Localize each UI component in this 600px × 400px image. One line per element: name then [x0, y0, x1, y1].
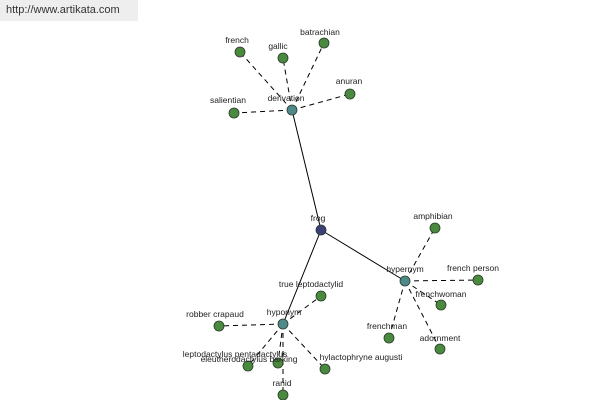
leaf-node-frenchwoman[interactable] [435, 299, 447, 311]
leaf-node-gallic[interactable] [277, 52, 289, 64]
leaf-node-ranid[interactable] [277, 389, 289, 400]
edge-derivation-french [239, 51, 293, 111]
leaf-label-adornment[interactable]: adornment [420, 333, 461, 343]
leaf-node-frenchman[interactable] [383, 332, 395, 344]
leaf-node-leptodactylus-pentadactylus[interactable] [242, 360, 254, 372]
edge-hyponym-leptodactylus-pentadactylus [247, 323, 284, 367]
root-label-frog[interactable]: frog [311, 213, 326, 223]
source-url[interactable]: http://www.artikata.com [0, 0, 138, 21]
leaf-label-robber-crapaud[interactable]: robber crapaud [186, 309, 244, 319]
leaf-label-amphibian[interactable]: amphibian [413, 211, 452, 221]
leaf-node-amphibian[interactable] [429, 222, 441, 234]
leaf-node-true-leptodactylid[interactable] [315, 290, 327, 302]
relation-node-derivation[interactable] [286, 104, 298, 116]
leaf-label-anuran[interactable]: anuran [336, 76, 363, 86]
leaf-node-robber-crapaud[interactable] [213, 320, 225, 332]
leaf-label-ranid[interactable]: ranid [273, 378, 292, 388]
leaf-node-adornment[interactable] [434, 343, 446, 355]
leaf-label-french-person[interactable]: french person [447, 263, 499, 273]
graph-edges [218, 42, 479, 395]
leaf-label-salientian[interactable]: salientian [210, 95, 246, 105]
leaf-label-frenchwoman[interactable]: frenchwoman [415, 289, 466, 299]
leaf-label-gallic[interactable]: gallic [268, 41, 288, 51]
edge-hypernym-amphibian [404, 227, 436, 282]
relation-label-hypernym[interactable]: hypernym [386, 264, 423, 274]
edge-hyponym-true-leptodactylid [282, 295, 322, 325]
edge-hypernym-adornment [404, 280, 441, 350]
graph-nodes [213, 37, 484, 400]
leaf-label-eleutherodactylus-barking[interactable]: eleutherodactylus barking [201, 354, 298, 364]
leaf-label-batrachian[interactable]: batrachian [300, 27, 340, 37]
leaf-label-true-leptodactylid[interactable]: true leptodactylid [279, 279, 344, 289]
edge-frog-derivation [291, 109, 322, 231]
leaf-node-french-person[interactable] [472, 274, 484, 286]
edge-derivation-salientian [233, 109, 293, 114]
leaf-node-batrachian[interactable] [318, 37, 330, 49]
edge-hypernym-french-person [404, 279, 479, 282]
edge-derivation-batrachian [291, 42, 325, 111]
leaf-node-salientian[interactable] [228, 107, 240, 119]
edge-derivation-anuran [291, 93, 351, 111]
relation-node-hyponym[interactable] [277, 318, 289, 330]
edge-hyponym-eleutherodactylus-barking [277, 323, 284, 364]
edge-hypernym-frenchwoman [404, 280, 442, 306]
relation-label-hyponym[interactable]: hyponym [267, 307, 302, 317]
leaf-label-hylactophryne-augusti[interactable]: hylactophryne augusti [320, 352, 403, 362]
root-node-frog[interactable] [315, 224, 327, 236]
leaf-label-french[interactable]: french [225, 35, 249, 45]
leaf-label-frenchman[interactable]: frenchman [367, 321, 407, 331]
relation-label-derivation[interactable]: derivation [268, 93, 305, 103]
edge-hyponym-robber-crapaud [218, 323, 284, 327]
leaf-node-french[interactable] [234, 46, 246, 58]
leaf-label-leptodactylus-pentadactylus[interactable]: leptodactylus pentadactylus [183, 349, 287, 359]
edge-hypernym-frenchman [388, 280, 406, 339]
leaf-node-eleutherodactylus-barking[interactable] [272, 357, 284, 369]
edge-hyponym-hylactophryne-augusti [282, 323, 326, 370]
edge-frog-hyponym [282, 229, 322, 325]
leaf-node-anuran[interactable] [344, 88, 356, 100]
relation-node-hypernym[interactable] [399, 275, 411, 287]
edge-frog-hypernym [320, 229, 406, 282]
leaf-node-hylactophryne-augusti[interactable] [319, 363, 331, 375]
graph-labels: french gallic batrachian anuran salientian am… [183, 27, 499, 388]
